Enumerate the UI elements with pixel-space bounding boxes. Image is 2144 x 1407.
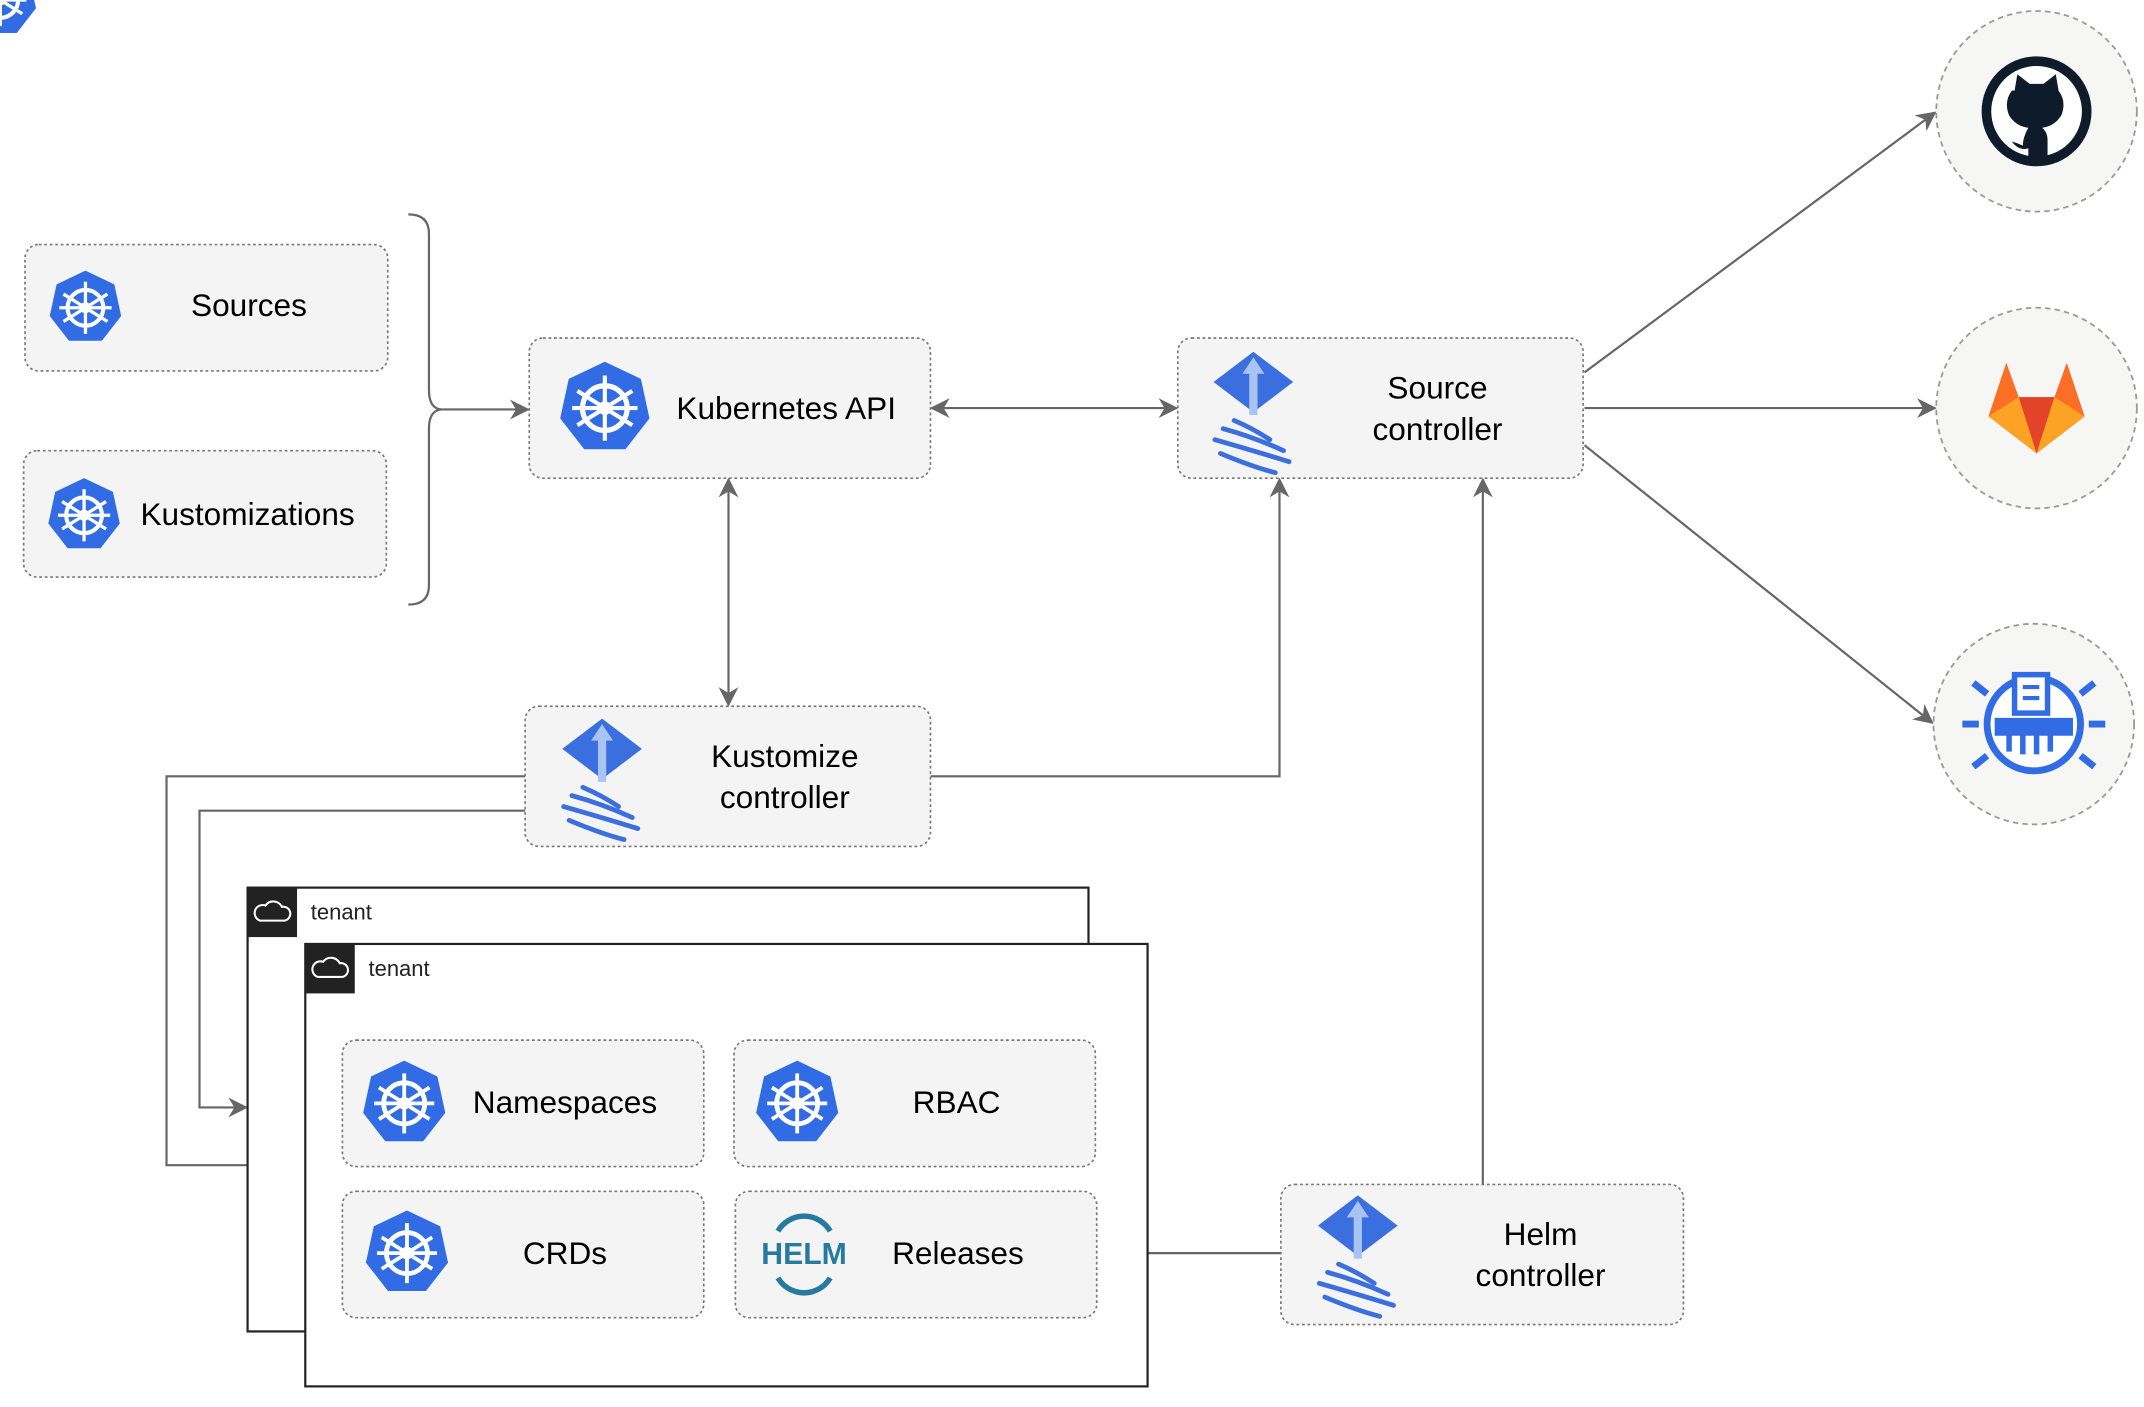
node-rbac[interactable]: RBAC [733,1039,1097,1168]
edge-kustomize-to-tenant-front [165,775,526,1176]
external-bucket[interactable] [1932,622,2136,826]
node-label-line2: controller [720,779,850,815]
external-github[interactable] [1935,10,2138,213]
node-namespaces[interactable]: Namespaces [341,1039,705,1168]
node-label: Releases [892,1235,1024,1271]
edge-source-to-bucket [1583,444,1934,724]
node-kustomize-controller[interactable]: Kustomize controller [524,705,932,848]
tenant-front[interactable]: tenant Namespaces RBAC CRDs HELM Release… [304,942,1149,1388]
node-label: Sources [191,287,307,323]
bucket-icon [1962,671,2106,775]
node-label: RBAC [913,1084,1001,1120]
tenant-label: tenant [369,956,430,981]
node-releases[interactable]: HELM Releases [734,1190,1098,1319]
cloud-icon [311,956,350,978]
node-label: CRDs [523,1235,607,1271]
edge-source-to-github [1583,111,1937,374]
node-crds[interactable]: CRDs [341,1190,705,1319]
node-kubernetes-api[interactable]: Kubernetes API [0,0,932,479]
tenant-label: tenant [311,900,372,925]
node-label-line2: controller [1476,1257,1606,1293]
node-source-controller[interactable]: Source controller [1176,337,1584,479]
node-label-line1: Source [1387,370,1487,406]
gitlab-icon [1988,362,2085,454]
node-label-line1: Helm [1504,1216,1578,1252]
external-gitlab[interactable] [1935,306,2138,510]
kubernetes-icon [0,0,36,33]
edge-kustomize-to-source [930,477,1290,778]
helm-icon: HELM [761,1213,847,1296]
node-kustomizations[interactable]: Kustomizations [22,449,388,578]
github-icon [1981,56,2092,167]
edges [165,111,1937,1264]
brace [408,213,443,606]
node-helm-controller[interactable]: Helm controller [1280,1183,1685,1326]
edge-kustomize-to-tenant-back [198,809,526,1118]
node-label: Kubernetes API [676,390,896,426]
node-label: Namespaces [473,1084,657,1120]
node-label-line2: controller [1373,411,1503,447]
node-label: Kustomizations [140,496,354,532]
node-sources[interactable]: Sources [24,243,389,372]
svg-text:HELM: HELM [761,1238,847,1271]
node-label-line1: Kustomize [711,738,858,774]
cloud-icon [253,900,292,922]
